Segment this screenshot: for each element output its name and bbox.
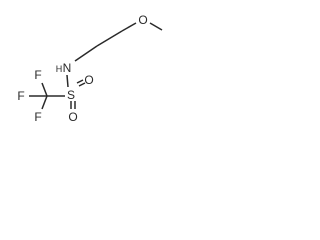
- bond-nitrogen-sulfur: [66, 74, 69, 88]
- atom-oxygen-bottom: O: [68, 110, 77, 124]
- bond-ch2-nitrogen: [74, 45, 98, 62]
- bond-sulfur-oxygen-top-a: [76, 79, 84, 84]
- atom-fluorine-bottom: F: [34, 110, 41, 124]
- atom-fluorine-top: F: [34, 68, 41, 82]
- atom-nitrogen: N: [63, 61, 72, 75]
- bond-sulfur-oxygen-top-b: [78, 82, 86, 87]
- atom-labels: O N H S O O F F F: [17, 13, 147, 124]
- bond-methyl-oxygen: [149, 22, 163, 31]
- bond-ch2-ch2: [96, 30, 123, 47]
- atom-oxygen-ether: O: [138, 13, 147, 27]
- bond-carbon-fluorine-bottom: [41, 95, 48, 110]
- atom-sulfur: S: [67, 88, 75, 102]
- atom-hydrogen-on-nitrogen: H: [56, 64, 63, 74]
- bond-carbon-fluorine-top: [41, 82, 48, 97]
- atom-oxygen-top: O: [84, 73, 93, 87]
- bond-oxygen-ch2: [121, 22, 137, 32]
- structure-diagram: O N H S O O F F F: [17, 13, 163, 124]
- bonds: [29, 22, 163, 110]
- atom-fluorine-left: F: [17, 89, 24, 103]
